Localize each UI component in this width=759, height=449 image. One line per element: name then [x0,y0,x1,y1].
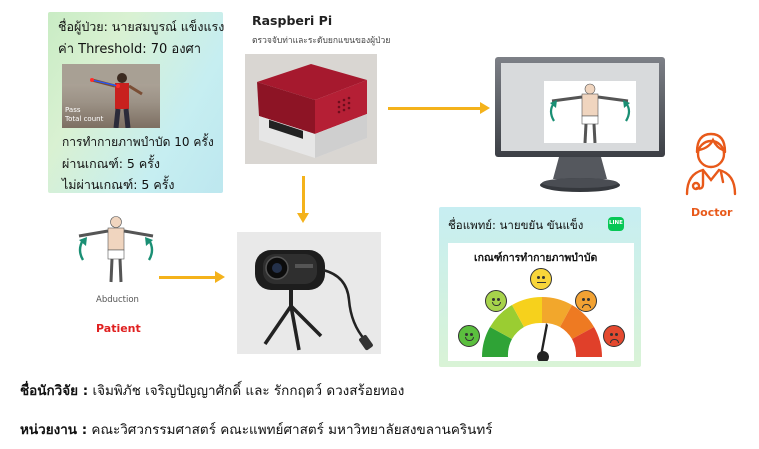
raspberry-title: Raspberi Pi [252,13,333,28]
patient-name: ชื่อผู้ป่วย: นายสมบูรณ์ แข็งแรง [58,19,225,34]
doctor-monitor [493,55,667,200]
agency-label: หน่วยงาน : [20,422,88,438]
threshold-value: ค่า Threshold: 70 องศา [58,42,202,57]
face-unhappy-icon [575,290,597,312]
doctor-name: ชื่อแพทย์: นายขยัน ขันแข็ง [448,218,584,232]
patient-exercise-photo: Pass Total count [62,64,160,128]
raspberry-pi-box [245,54,377,164]
patient-label: Patient [96,322,141,335]
passed-count: ผ่านเกณฑ์: 5 ครั้ง [62,156,160,171]
sessions-count: การทำกายภาพบำบัด 10 ครั้ง [62,135,214,149]
face-angry-icon [603,325,625,347]
photo-total-label: Total count [65,115,104,123]
arrow-pi-to-camera [297,176,309,223]
patient-figure [75,214,157,284]
failed-count: ไม่ผ่านเกณฑ์: 5 ครั้ง [62,177,175,192]
line-app-icon: LINE [608,217,624,231]
line-icon-text: LINE [609,220,623,226]
face-happy-icon [485,290,507,312]
criteria-title: เกณฑ์การทำกายภาพบำบัด [474,252,598,264]
photo-pass-label: Pass [65,106,81,114]
webcam-on-tripod [237,232,381,354]
doctor-avatar-icon [685,132,737,196]
face-neutral-icon [530,268,552,290]
doctor-icon [679,128,743,198]
face-very-happy-icon [458,325,480,347]
criteria-panel: เกณฑ์การทำกายภาพบำบัด [448,243,634,361]
researcher-label: ชื่อนักวิจัย : [20,383,89,399]
abduction-figure-patient [78,216,154,283]
monitor-screen-figure [544,81,636,144]
agency-value: คณะวิศวกรรมศาสตร์ คณะแพทย์ศาสตร์ มหาวิทย… [91,422,493,438]
arrow-pi-to-monitor [388,102,490,114]
doctor-label: Doctor [691,206,733,219]
researcher-line: ชื่อนักวิจัย : เจิมพิภัช เจริญปัญญาศักดิ… [20,379,404,401]
criteria-gauge [481,296,603,361]
doctor-info-card: ชื่อแพทย์: นายขยัน ขันแข็ง LINE เกณฑ์การ… [439,207,641,367]
webcam-device [237,232,381,354]
abduction-label: Abduction [96,295,139,305]
raspberry-subtitle: ตรวจจับท่าและระดับยกแขนของผู้ป่วย [252,36,391,46]
researcher-value: เจิมพิภัช เจริญปัญญาศักดิ์ และ รักกฤตว์ … [92,383,405,399]
raspberry-pi-device [245,54,377,164]
arrow-patient-to-camera [159,271,225,283]
patient-info-card: ชื่อผู้ป่วย: นายสมบูรณ์ แข็งแรง ค่า Thre… [48,12,225,193]
agency-line: หน่วยงาน : คณะวิศวกรรมศาสตร์ คณะแพทย์ศาส… [20,418,492,440]
abduction-figure-screen [549,83,631,144]
patient-exercise-figure [62,64,160,128]
